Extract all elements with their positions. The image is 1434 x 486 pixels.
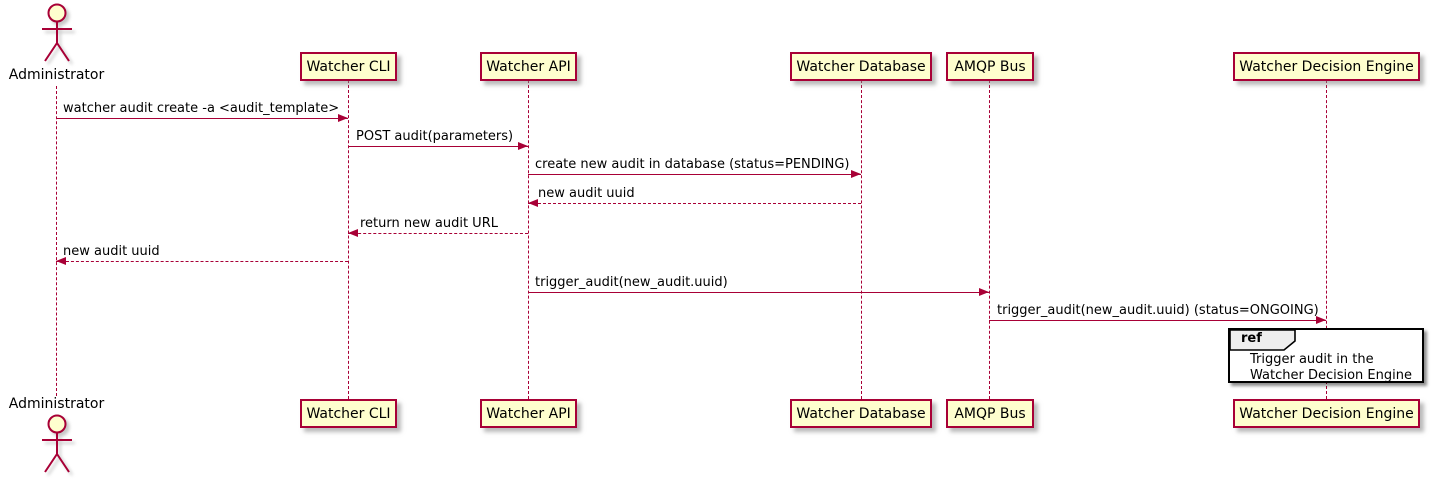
arrowhead-right-icon: [979, 288, 989, 296]
participant-top-watcher-cli: Watcher CLI: [300, 52, 397, 81]
ref-text-line-2: Watcher Decision Engine: [1250, 368, 1412, 383]
ref-fragment: ref Trigger audit in the Watcher Decisio…: [1228, 328, 1424, 383]
participant-bottom-watcher-api: Watcher API: [480, 399, 577, 428]
message-7-label: trigger_audit(new_audit.uuid): [535, 275, 728, 290]
arrowhead-right-icon: [851, 170, 861, 178]
message-6-line: [56, 261, 348, 262]
arrowhead-left-icon: [528, 199, 538, 207]
actor-label-bottom: Administrator: [8, 396, 105, 412]
arrowhead-left-icon: [348, 229, 358, 237]
actor-label-top: Administrator: [8, 67, 105, 83]
lifeline-watcher-api: [528, 80, 529, 399]
participant-top-watcher-decision-engine: Watcher Decision Engine: [1233, 52, 1420, 81]
ref-text-line-1: Trigger audit in the: [1250, 352, 1374, 367]
actor-figure-icon: [42, 414, 72, 473]
lifeline-watcher-decision-engine: [1326, 80, 1327, 399]
message-1-line: [56, 118, 348, 119]
participant-bottom-watcher-database: Watcher Database: [790, 399, 932, 428]
arrowhead-left-icon: [56, 257, 66, 265]
arrowhead-right-icon: [1316, 316, 1326, 324]
message-7-line: [528, 292, 989, 293]
ref-tab-pentagon-icon: [1229, 329, 1296, 351]
participant-bottom-amqp-bus: AMQP Bus: [946, 399, 1034, 428]
lifeline-administrator: [56, 86, 57, 396]
message-4-line: [528, 203, 861, 204]
ref-tab-label: ref: [1241, 331, 1262, 346]
message-6-label: new audit uuid: [63, 244, 160, 259]
arrowhead-right-icon: [338, 114, 348, 122]
message-2-label: POST audit(parameters): [356, 129, 514, 144]
message-5-line: [348, 233, 528, 234]
actor-figure-icon: [42, 3, 72, 62]
message-8-line: [989, 320, 1326, 321]
participant-bottom-watcher-cli: Watcher CLI: [300, 399, 397, 428]
message-3-line: [528, 174, 861, 175]
lifeline-watcher-database: [861, 80, 862, 399]
message-1-label: watcher audit create -a <audit_template>: [63, 101, 340, 116]
message-8-label: trigger_audit(new_audit.uuid) (status=ON…: [997, 303, 1319, 318]
participant-top-watcher-database: Watcher Database: [790, 52, 932, 81]
participant-bottom-watcher-decision-engine: Watcher Decision Engine: [1233, 399, 1420, 428]
participant-top-watcher-api: Watcher API: [480, 52, 577, 81]
lifeline-amqp-bus: [989, 80, 990, 399]
participant-top-amqp-bus: AMQP Bus: [946, 52, 1034, 81]
message-2-line: [348, 146, 528, 147]
message-5-label: return new audit URL: [360, 216, 498, 231]
message-3-label: create new audit in database (status=PEN…: [535, 157, 850, 172]
arrowhead-right-icon: [518, 142, 528, 150]
lifeline-watcher-cli: [348, 80, 349, 399]
message-4-label: new audit uuid: [538, 186, 635, 201]
